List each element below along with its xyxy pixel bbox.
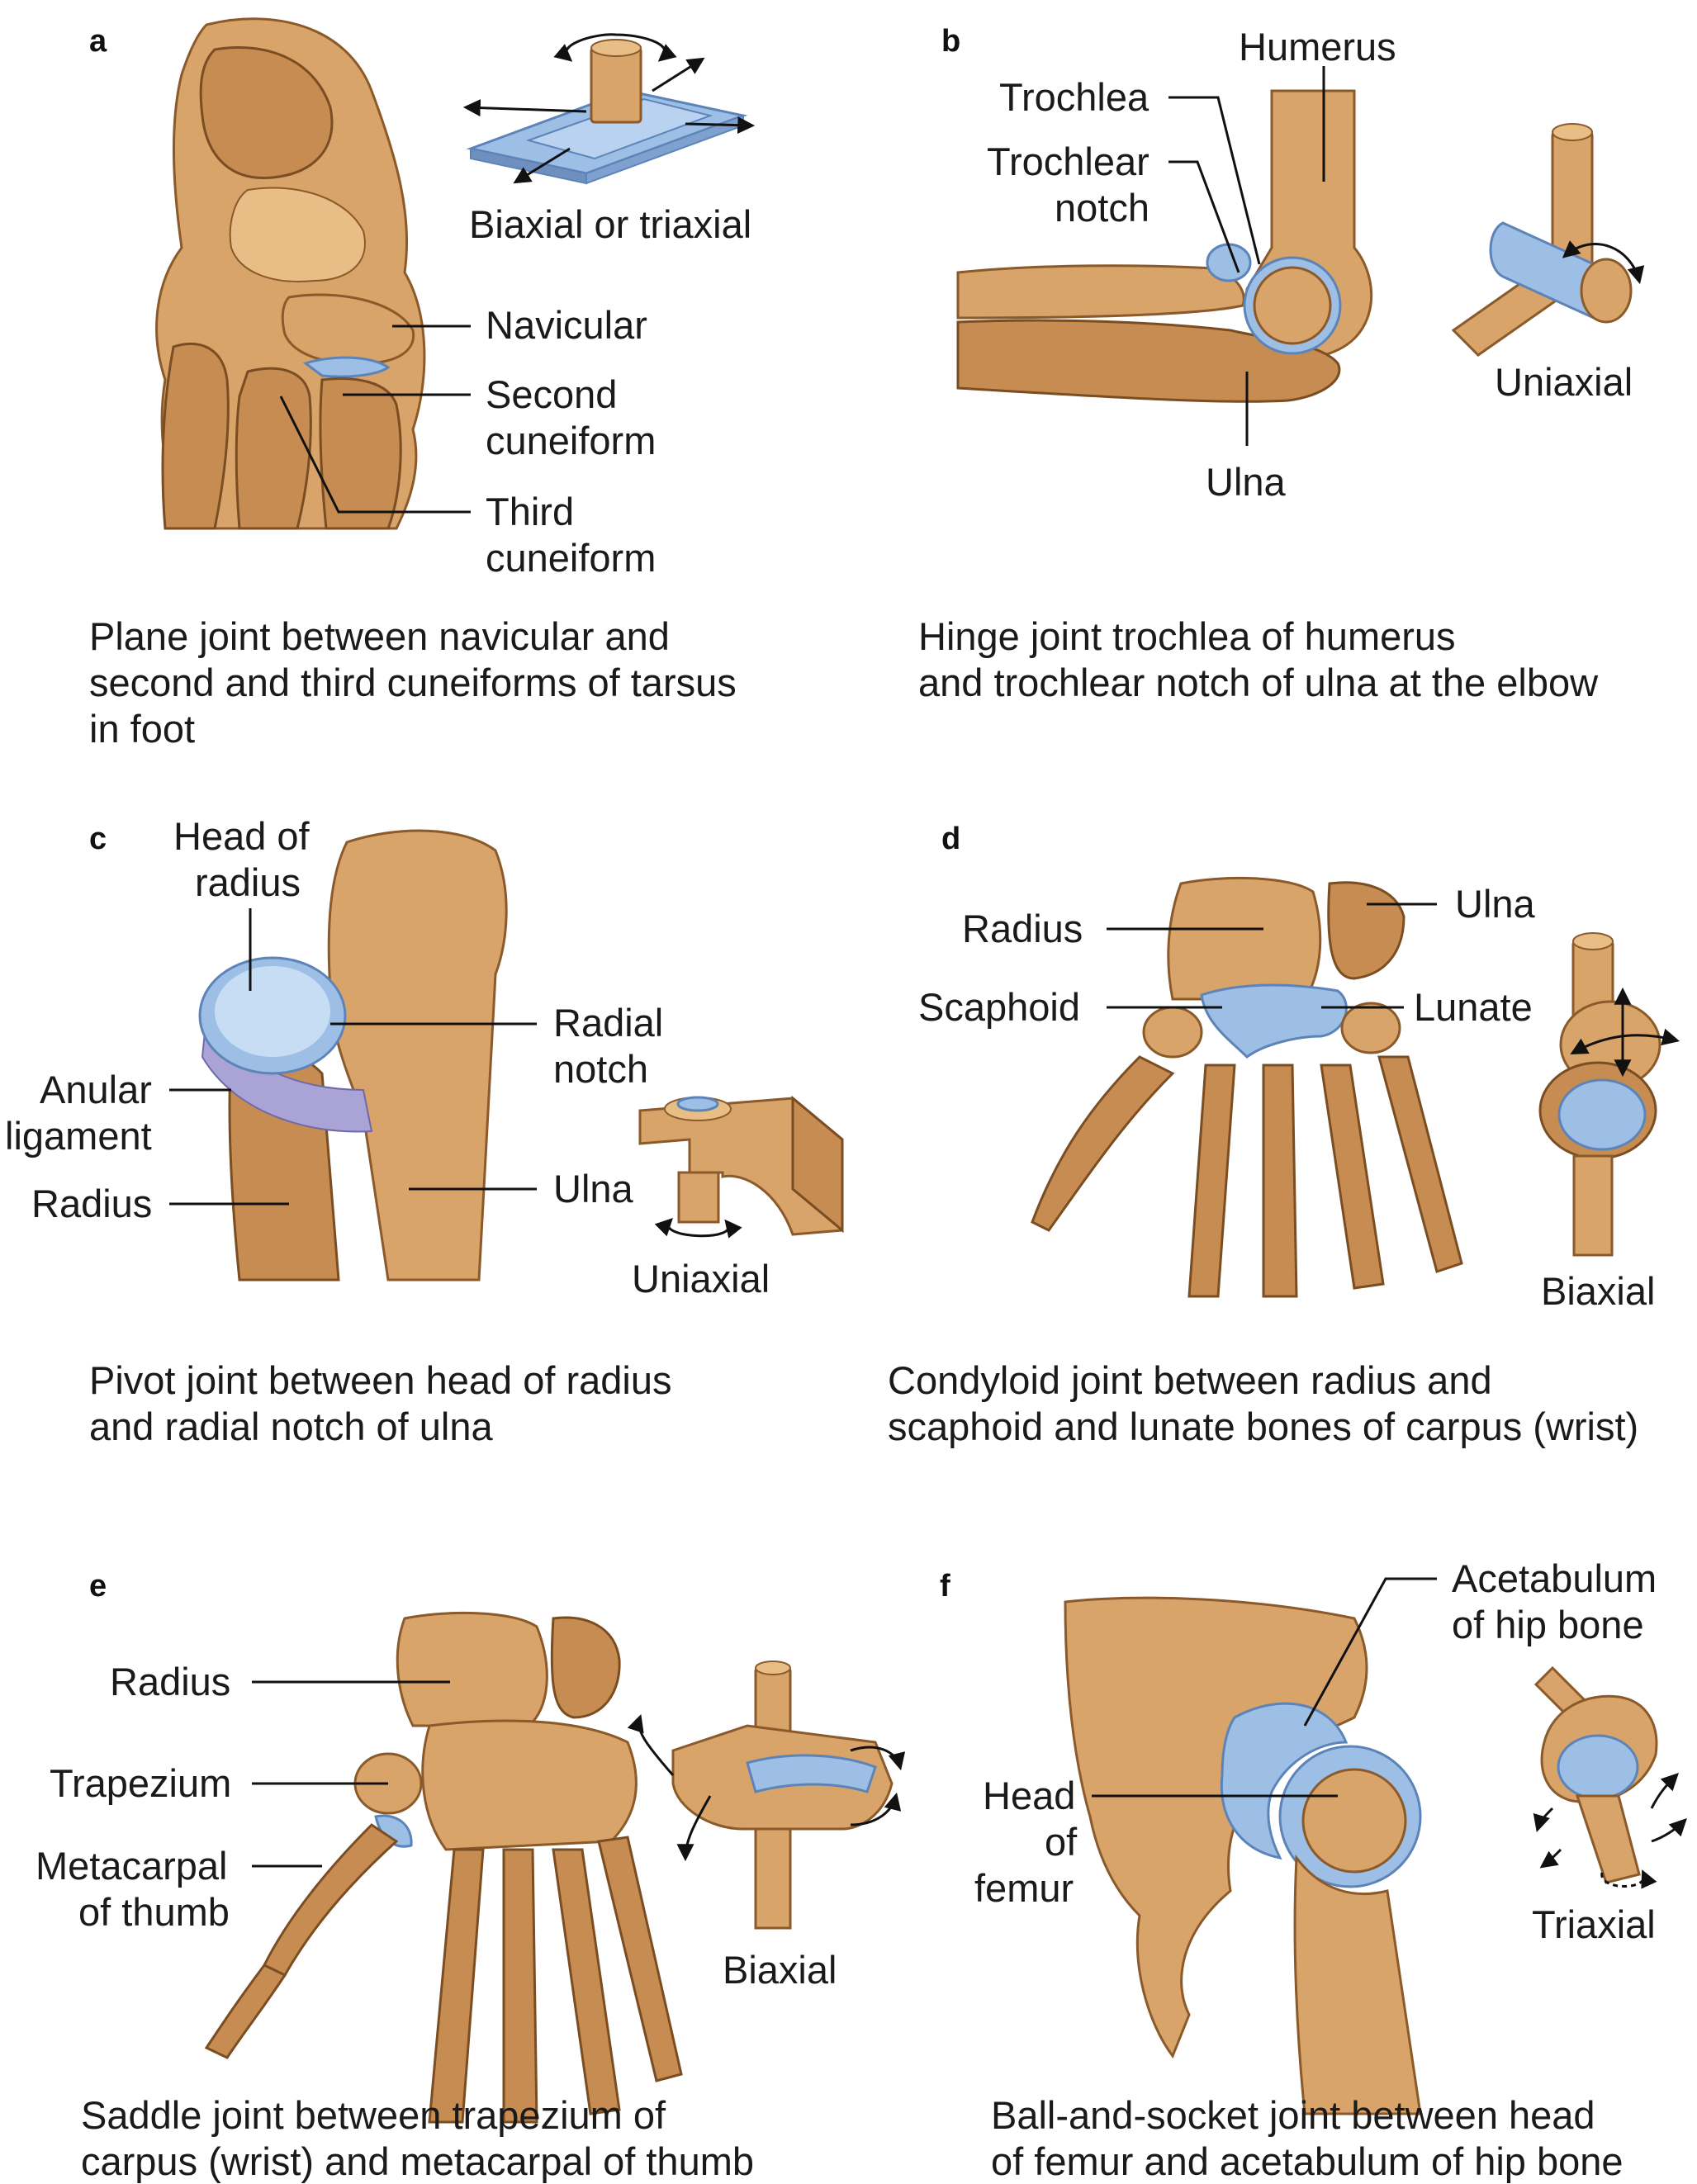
forearm-illustration (198, 829, 508, 1282)
caption-a-line-3: in foot (89, 707, 195, 751)
model-label-f: Triaxial (1532, 1902, 1656, 1946)
panel-letter-a: a (89, 24, 107, 59)
caption-d-line-1: Condyloid joint between radius and (888, 1358, 1492, 1402)
label-metacarpal-1: Metacarpal (36, 1844, 228, 1888)
caption-d-line-2: scaphoid and lunate bones of carpus (wri… (888, 1405, 1638, 1448)
caption-c-line-1: Pivot joint between head of radius (89, 1358, 671, 1402)
label-third-cuneiform-1: Third (486, 490, 574, 533)
caption-e-line-1: Saddle joint between trapezium of (81, 2093, 666, 2137)
elbow-illustration (956, 89, 1373, 403)
pivot-joint-model (638, 1095, 844, 1239)
model-label-e: Biaxial (723, 1948, 837, 1992)
label-head-femur-1: Head (983, 1774, 1075, 1817)
label-radius-d: Radius (962, 907, 1083, 950)
label-trapezium: Trapezium (50, 1761, 231, 1805)
panel-e: e Biaxial Radius T (36, 1569, 906, 2183)
model-label-a: Biaxial or triaxial (469, 202, 751, 246)
caption-a-line-1: Plane joint between navicular and (89, 614, 670, 658)
caption-c-line-2: and radial notch of ulna (89, 1405, 493, 1448)
panel-letter-e: e (89, 1569, 107, 1604)
caption-a-line-2: second and third cuneiforms of tarsus (89, 661, 737, 704)
caption-f-line-1: Ball-and-socket joint between head (991, 2093, 1595, 2137)
label-anular-ligament-2: ligament (5, 1114, 152, 1158)
label-ulna-d: Ulna (1455, 882, 1536, 926)
hinge-joint-model (1451, 123, 1645, 357)
wrist-illustration-d (1031, 876, 1463, 1298)
label-metacarpal-2: of thumb (78, 1890, 230, 1934)
label-anular-ligament-1: Anular (40, 1068, 152, 1111)
hip-illustration (1064, 1596, 1422, 2115)
panel-a: a Biaxial or triaxial Na (89, 17, 756, 751)
label-head-femur-3: femur (974, 1866, 1074, 1910)
label-scaphoid: Scaphoid (918, 985, 1080, 1029)
label-lunate: Lunate (1414, 985, 1533, 1029)
foot-illustration (155, 17, 426, 530)
label-trochlear-notch-1: Trochlear (987, 140, 1150, 183)
panel-letter-f: f (940, 1569, 950, 1604)
label-radius-c: Radius (31, 1182, 152, 1225)
label-acetabulum-1: Acetabulum (1452, 1556, 1657, 1600)
panel-d: d Biaxial Radius Ulna S (888, 822, 1680, 1448)
label-radial-notch-2: notch (553, 1047, 648, 1091)
label-third-cuneiform-2: cuneiform (486, 536, 656, 580)
model-label-b: Uniaxial (1495, 360, 1633, 404)
label-trochlea: Trochlea (999, 75, 1150, 119)
label-acetabulum-2: of hip bone (1452, 1603, 1644, 1646)
caption-f-line-2: of femur and acetabulum of hip bone (991, 2139, 1624, 2183)
model-label-d: Biaxial (1541, 1269, 1655, 1313)
label-radius-e: Radius (110, 1660, 230, 1703)
condyloid-joint-model (1538, 932, 1680, 1257)
label-humerus: Humerus (1239, 25, 1396, 69)
saddle-joint-model (627, 1661, 906, 1930)
wrist-illustration-e (204, 1611, 683, 2124)
panel-letter-d: d (941, 822, 960, 856)
label-head-of-radius-2: radius (195, 860, 301, 904)
label-head-of-radius-1: Head of (173, 814, 310, 858)
label-navicular: Navicular (486, 303, 647, 347)
label-ulna-c: Ulna (553, 1167, 634, 1210)
panel-letter-c: c (89, 822, 107, 856)
panel-b: b Uniaxial Humerus Trochlea Trochlear no… (918, 24, 1645, 704)
caption-e-line-2: carpus (wrist) and metacarpal of thumb (81, 2139, 754, 2183)
caption-b-line-1: Hinge joint trochlea of humerus (918, 614, 1456, 658)
label-trochlear-notch-2: notch (1055, 186, 1150, 230)
label-second-cuneiform-2: cuneiform (486, 419, 656, 462)
label-ulna-b: Ulna (1206, 460, 1287, 504)
model-label-c: Uniaxial (632, 1257, 770, 1300)
panel-letter-b: b (941, 24, 960, 59)
label-second-cuneiform-1: Second (486, 372, 617, 416)
label-head-femur-2: of (1045, 1820, 1078, 1864)
caption-b-line-2: and trochlear notch of ulna at the elbow (918, 661, 1599, 704)
label-radial-notch-1: Radial (553, 1001, 663, 1045)
panel-c: c Uniaxial Head of radius Radial notch A… (5, 814, 844, 1448)
plane-joint-model (462, 33, 756, 185)
panel-f: f Triaxial Acetabulum of hip bone Head o… (940, 1556, 1687, 2183)
ball-socket-joint-model (1533, 1665, 1687, 1889)
